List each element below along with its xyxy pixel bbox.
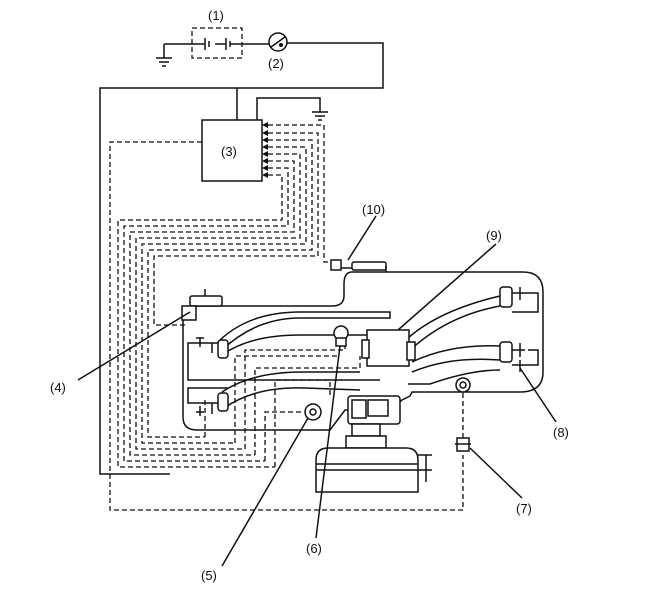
callout-10: (10) — [362, 202, 385, 217]
callout-4: (4) — [50, 380, 66, 395]
callout-2: (2) — [268, 56, 284, 71]
right-injectors — [499, 286, 539, 372]
callout-8: (8) — [553, 425, 569, 440]
knock-sensor — [455, 377, 471, 393]
leader-lines — [77, 215, 557, 567]
crank-sensor — [181, 289, 223, 321]
battery-circuit — [156, 38, 270, 67]
callout-1: (1) — [208, 8, 224, 23]
oxygen-sensor — [455, 437, 471, 452]
callout-3: (3) — [221, 144, 237, 159]
map-sensor — [333, 325, 349, 347]
callout-5: (5) — [201, 568, 217, 583]
battery-dashed-box — [191, 27, 243, 59]
callout-9: (9) — [486, 228, 502, 243]
callout-6: (6) — [306, 541, 322, 556]
coolant-sensor — [304, 403, 322, 421]
throttle-position-sensor — [330, 259, 387, 272]
ecm-box — [201, 119, 263, 182]
air-cleaner — [315, 395, 432, 493]
intake-runners — [219, 295, 501, 409]
throttle-body — [361, 329, 416, 367]
callout-7: (7) — [516, 501, 532, 516]
sensor-harness — [109, 124, 464, 511]
ignition-switch-icon — [268, 32, 288, 52]
left-injectors — [196, 337, 229, 416]
ecm-pin-arrows — [262, 122, 268, 178]
